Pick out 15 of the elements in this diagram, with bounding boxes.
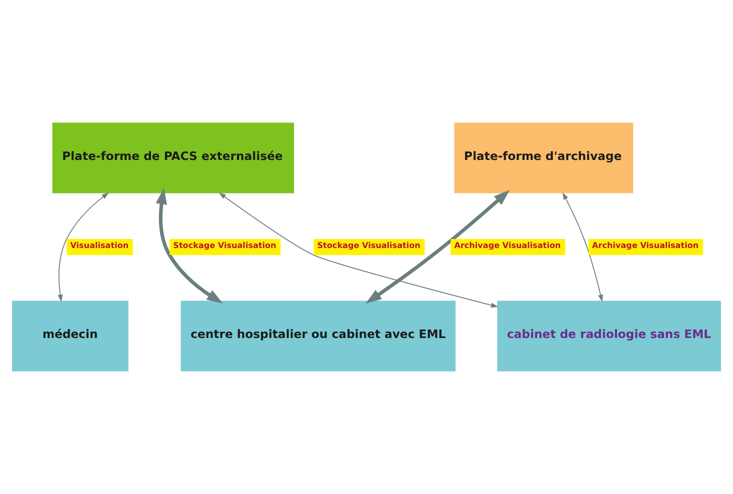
node-box: centre hospitalier ou cabinet avec EML <box>180 300 456 372</box>
edge-label: Archivage Visualisation <box>454 241 561 250</box>
arrow <box>366 190 510 304</box>
edge-label: Visualisation <box>70 241 129 250</box>
node-box: Plate-forme d'archivage <box>454 122 634 194</box>
edge-label: Stockage Visualisation <box>173 241 276 250</box>
node-box: médecin <box>12 300 128 372</box>
arrow <box>58 192 109 302</box>
arrow <box>156 188 224 304</box>
edge-label: Stockage Visualisation <box>317 241 420 250</box>
arrow <box>218 192 498 308</box>
arrow <box>562 192 604 302</box>
node-box: Plate-forme de PACS externalisée <box>52 122 294 194</box>
edge-label: Archivage Visualisation <box>592 241 699 250</box>
node-box: cabinet de radiologie sans EML <box>497 300 721 372</box>
